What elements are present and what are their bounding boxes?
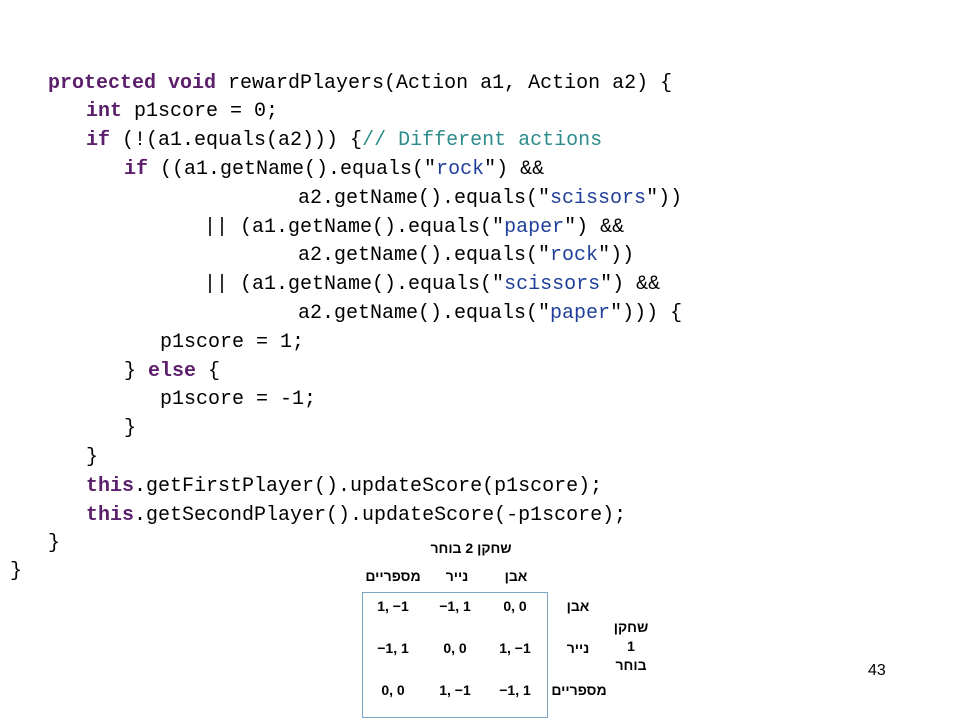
row-header-rock: אבן bbox=[566, 598, 590, 614]
table-cell: 0, 0 bbox=[443, 640, 467, 656]
code-token: || (a1.getName().equals(" bbox=[204, 273, 505, 296]
code-line: p1score = -1; bbox=[160, 386, 316, 414]
code-token: rock bbox=[550, 244, 599, 267]
code-token: this bbox=[86, 475, 135, 498]
table-cell: 0, 0 bbox=[381, 682, 405, 698]
code-line: } bbox=[48, 530, 60, 558]
code-line: if (!(a1.equals(a2))) {// Different acti… bbox=[86, 127, 602, 155]
code-line: this.getSecondPlayer().updateScore(-p1sc… bbox=[86, 502, 626, 530]
code-token: scissors bbox=[550, 187, 647, 210]
code-token: .getSecondPlayer().updateScore(-p1score)… bbox=[134, 504, 627, 527]
row-header-paper: נייר bbox=[566, 640, 590, 656]
code-token: paper bbox=[504, 216, 565, 239]
code-token: || (a1.getName().equals(" bbox=[204, 216, 505, 239]
code-token: if bbox=[86, 129, 123, 152]
code-token: a2.getName().equals(" bbox=[298, 302, 551, 325]
code-line: a2.getName().equals("paper"))) { bbox=[298, 300, 682, 328]
table-cell: −1, 1 bbox=[377, 640, 409, 656]
code-token: .getFirstPlayer().updateScore(p1score); bbox=[134, 475, 603, 498]
code-line: } bbox=[124, 415, 136, 443]
code-token: rewardPlayers(Action a1, Action a2) { bbox=[228, 72, 673, 95]
code-token: } bbox=[86, 446, 99, 469]
code-token: int bbox=[86, 100, 135, 123]
player1-label: שחקן 1 בוחר bbox=[608, 618, 654, 675]
code-line: if ((a1.getName().equals("rock") && bbox=[124, 156, 544, 184]
table-cell: −1, 1 bbox=[499, 682, 531, 698]
code-token: } bbox=[10, 560, 23, 583]
code-token: (!(a1.equals(a2))) { bbox=[122, 129, 363, 152]
payoff-grid bbox=[362, 592, 548, 718]
code-listing: protected void rewardPlayers(Action a1, … bbox=[10, 70, 682, 586]
player1-label-line: שחקן bbox=[613, 619, 649, 635]
code-token: ") && bbox=[484, 158, 545, 181]
player1-label-line: בוחר bbox=[615, 657, 647, 673]
code-line: protected void rewardPlayers(Action a1, … bbox=[48, 70, 672, 98]
player1-label-line: 1 bbox=[627, 638, 635, 654]
code-line: || (a1.getName().equals("paper") && bbox=[204, 214, 624, 242]
code-token: if bbox=[124, 158, 161, 181]
code-token: p1score = 0; bbox=[134, 100, 279, 123]
code-line: this.getFirstPlayer().updateScore(p1scor… bbox=[86, 473, 602, 501]
code-token: } bbox=[124, 360, 149, 383]
code-token: p1score = -1; bbox=[160, 388, 317, 411]
code-token: ")) bbox=[598, 244, 635, 267]
table-cell: 0, 0 bbox=[503, 598, 527, 614]
table-cell: 1, −1 bbox=[499, 640, 531, 656]
code-token: "))) { bbox=[610, 302, 683, 325]
column-header-paper: נייר bbox=[445, 568, 469, 584]
code-token: a2.getName().equals(" bbox=[298, 187, 551, 210]
row-header-scissors: מספריים bbox=[551, 682, 607, 698]
table-cell: −1, 1 bbox=[439, 598, 471, 614]
code-token: scissors bbox=[504, 273, 601, 296]
code-token: this bbox=[86, 504, 135, 527]
page-number: 43 bbox=[868, 662, 886, 679]
code-token: ") && bbox=[564, 216, 625, 239]
column-header-rock: אבן bbox=[504, 568, 528, 584]
code-token: else bbox=[148, 360, 209, 383]
code-token: a2.getName().equals(" bbox=[298, 244, 551, 267]
code-token: ")) bbox=[646, 187, 683, 210]
code-token: { bbox=[208, 360, 221, 383]
code-token: p1score = 1; bbox=[160, 331, 305, 354]
code-line: p1score = 1; bbox=[160, 329, 304, 357]
code-token: } bbox=[48, 532, 61, 555]
code-line: a2.getName().equals("scissors")) bbox=[298, 185, 682, 213]
code-line: } bbox=[86, 444, 98, 472]
code-line: || (a1.getName().equals("scissors") && bbox=[204, 271, 660, 299]
table-cell: 1, −1 bbox=[377, 598, 409, 614]
code-token: ((a1.getName().equals(" bbox=[160, 158, 437, 181]
code-token: // Different actions bbox=[362, 129, 603, 152]
payoff-table: שחקן 2 בוחר אבן נייר מספריים 0, 0 −1, 1 … bbox=[356, 538, 656, 720]
player2-header: שחקן 2 בוחר bbox=[430, 540, 512, 556]
code-line: } bbox=[10, 558, 22, 586]
code-token: rock bbox=[436, 158, 485, 181]
code-token: protected void bbox=[48, 72, 229, 95]
code-token: paper bbox=[550, 302, 611, 325]
column-header-scissors: מספריים bbox=[365, 568, 421, 584]
code-token: ") && bbox=[600, 273, 661, 296]
code-line: } else { bbox=[124, 358, 220, 386]
code-line: a2.getName().equals("rock")) bbox=[298, 242, 634, 270]
table-cell: 1, −1 bbox=[439, 682, 471, 698]
code-token: } bbox=[124, 417, 137, 440]
code-line: int p1score = 0; bbox=[86, 98, 278, 126]
